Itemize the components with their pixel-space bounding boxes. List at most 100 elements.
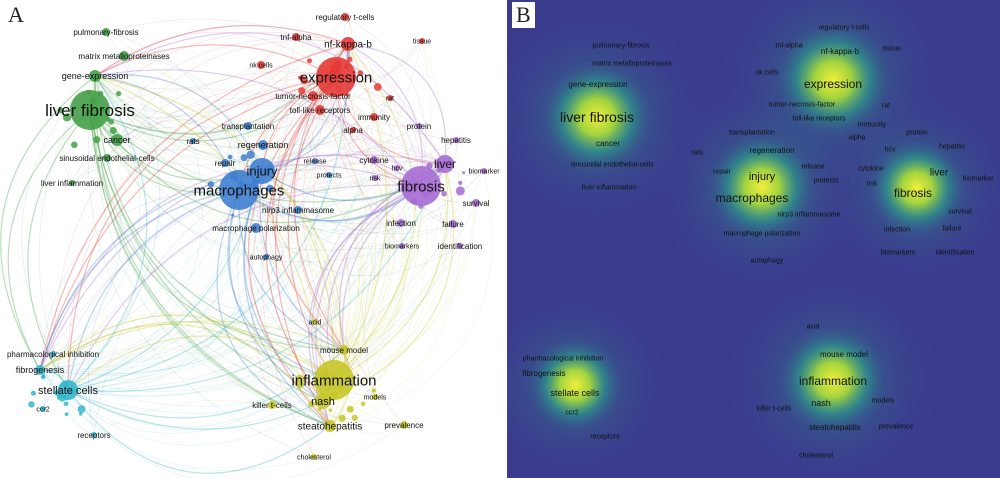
density-term-nash: nash <box>811 398 831 408</box>
density-term-toll-like: toll-like receptors <box>793 115 846 122</box>
node-expression <box>316 57 356 97</box>
density-term-fibrosis: fibrosis <box>894 186 932 200</box>
link <box>333 163 449 381</box>
link <box>216 189 331 427</box>
link <box>347 43 391 99</box>
link <box>116 139 345 351</box>
density-term-matrix-metalloproteinases: matrix metalloproteinases <box>592 60 672 67</box>
density-term-steatohepatitis: steatohepatitis <box>809 423 861 432</box>
link <box>322 125 448 402</box>
link <box>94 75 240 191</box>
link <box>322 163 455 402</box>
density-term-alpha: alpha <box>848 134 865 141</box>
node-ccr2 <box>40 406 46 412</box>
link <box>39 222 402 392</box>
link <box>39 157 122 371</box>
term-macrophage-polarization: macrophage polarization <box>212 224 300 233</box>
term-infection: infection <box>386 219 416 228</box>
link <box>364 185 422 398</box>
link <box>343 245 405 351</box>
link <box>89 16 346 118</box>
link <box>247 125 360 402</box>
link <box>94 75 324 402</box>
node-hcv <box>394 165 400 171</box>
density-term-receptors: receptors <box>590 433 620 440</box>
link <box>89 109 316 323</box>
node-models <box>372 394 378 400</box>
node-layer <box>28 13 487 460</box>
link <box>244 43 349 427</box>
node-acid <box>312 319 318 325</box>
node-macrophages <box>219 170 259 210</box>
density-term-immunity: immunity <box>858 121 887 128</box>
term-expression: expression <box>300 69 373 86</box>
term-macrophages: macrophages <box>194 182 285 199</box>
link <box>39 202 477 407</box>
link <box>247 76 337 427</box>
link <box>94 75 327 402</box>
density-term-biomarker: biomarker <box>962 175 994 182</box>
term-mouse-model: mouse model <box>320 346 368 355</box>
link <box>39 369 324 446</box>
network-node <box>338 414 346 422</box>
density-term-gene-expression: gene-expression <box>568 80 627 89</box>
link <box>116 97 422 187</box>
network-node <box>63 401 69 407</box>
term-repair: repair <box>215 159 236 168</box>
term-prevalence: prevalence <box>384 421 424 430</box>
term-tissue: tissue <box>413 38 431 45</box>
link <box>314 185 422 323</box>
link <box>347 43 422 187</box>
term-protein: protein <box>407 122 431 131</box>
density-term-regeneration: regeneration <box>750 146 795 155</box>
link <box>89 109 345 351</box>
network-node <box>298 87 306 95</box>
node-injury <box>249 158 275 184</box>
link <box>106 71 337 159</box>
density-hotspot <box>865 136 969 240</box>
link <box>71 103 422 187</box>
link <box>261 170 454 234</box>
link <box>333 125 425 381</box>
term-acid: acid <box>309 319 322 326</box>
term-autophagy: autophagy <box>250 254 283 261</box>
node-nf-kappa-b <box>341 37 355 51</box>
link <box>89 109 240 194</box>
link <box>322 116 411 402</box>
density-term-fibrogenesis: fibrogenesis <box>522 369 565 378</box>
term-pharmacological-inhibition: pharmacological inhibition <box>7 350 99 359</box>
term-rat: rat <box>386 95 394 102</box>
link <box>67 170 485 397</box>
density-term-failure: failure <box>942 225 961 232</box>
density-term-ccr2: ccr2 <box>565 409 578 416</box>
node-receptors <box>91 432 97 438</box>
link <box>88 75 315 458</box>
term-release: release <box>304 158 327 165</box>
node-hepatitis <box>453 137 459 143</box>
density-hotspot <box>525 335 625 435</box>
network-node <box>62 113 72 122</box>
node-tnf-factor <box>308 91 318 101</box>
network-node <box>295 380 305 389</box>
link <box>67 346 324 402</box>
link <box>67 389 324 430</box>
node-killer-t-cells <box>268 401 276 409</box>
link <box>106 157 324 402</box>
density-term-tnf-alpha: tnf-alpha <box>775 42 802 49</box>
density-term-prevalence: prevalence <box>879 423 913 430</box>
term-survival: survival <box>462 199 489 208</box>
link <box>42 189 240 410</box>
link <box>67 331 335 391</box>
term-fibrosis: fibrosis <box>397 178 445 195</box>
link <box>106 157 335 381</box>
density-hotspot <box>537 57 657 177</box>
link <box>326 185 422 381</box>
term-failure: failure <box>442 220 464 229</box>
network-node <box>371 388 377 393</box>
node-steatohepatitis <box>324 420 336 432</box>
link <box>89 109 403 263</box>
network-node <box>458 180 463 185</box>
link <box>322 43 388 402</box>
link <box>238 189 345 351</box>
